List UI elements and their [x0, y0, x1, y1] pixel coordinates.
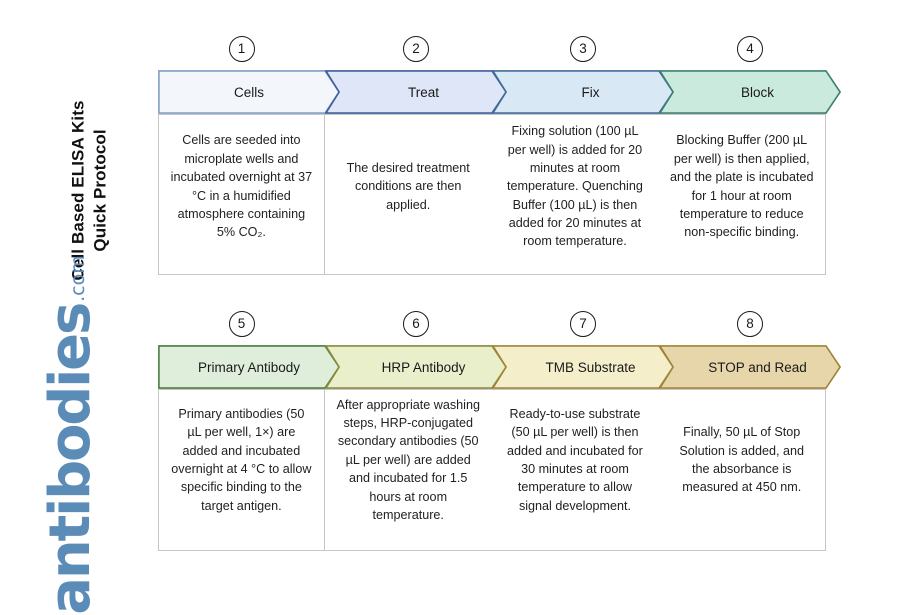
step-number-1: 1: [228, 36, 255, 62]
step-description-panel-8: Finally, 50 µL of Stop Solution is added…: [658, 389, 827, 551]
step-chevron-1[interactable]: Cells: [158, 70, 340, 114]
description-panel-group-1: Cells are seeded into microplate wells a…: [158, 114, 827, 275]
step-number-4: 4: [737, 36, 763, 62]
step-number-7: 7: [570, 311, 596, 337]
logo-wordmark: antibodies: [37, 303, 103, 615]
step-description-text-6: After appropriate washing steps, HRP-con…: [336, 397, 480, 522]
step-description-panel-4: Blocking Buffer (200 µL per well) is the…: [658, 114, 827, 275]
step-description-text-5: Primary antibodies (50 µL per well, 1×) …: [171, 406, 312, 513]
step-chevron-2[interactable]: Treat: [325, 70, 507, 114]
step-description-panel-3: Fixing solution (100 µL per well) is add…: [491, 114, 660, 275]
step-description-panel-6: After appropriate washing steps, HRP-con…: [324, 389, 493, 551]
step-description-text-4: Blocking Buffer (200 µL per well) is the…: [669, 133, 814, 240]
step-chevron-8[interactable]: STOP and Read: [659, 345, 841, 389]
step-label-4: Block: [740, 84, 774, 100]
step-number-5: 5: [228, 311, 255, 337]
step-chevron-6[interactable]: HRP Antibody: [325, 345, 507, 389]
step-description-text-7: Ready-to-use substrate (50 µL per well) …: [507, 406, 643, 513]
step-chevron-3[interactable]: Fix: [492, 70, 674, 114]
antibodies-logo: antibodies.com: [27, 255, 103, 614]
protocol-row-2: 5 6 7 8 Primary Antibody HRP Antibody TMB Sub…: [158, 311, 841, 551]
step-chevron-5[interactable]: Primary Antibody: [158, 345, 340, 389]
step-label-6: HRP Antibody: [381, 359, 466, 375]
chevron-group-1: Cells Treat Fix Block: [158, 70, 841, 114]
step-label-5: Primary Antibody: [197, 359, 301, 375]
step-label-8: STOP and Read: [708, 359, 807, 375]
page-title-line2: Quick Protocol: [91, 129, 110, 252]
chevron-shape: [659, 345, 841, 389]
step-label-3: Fix: [581, 84, 600, 100]
step-label-1: Cells: [233, 84, 264, 100]
logo-domain-suffix: .com: [67, 255, 89, 302]
step-number-group-1: 1 2 3 4: [158, 36, 840, 70]
step-description-text-2: The desired treatment conditions are the…: [346, 160, 470, 212]
protocol-diagram: Cell Based ELISA Kits Quick Protocol ant…: [27, 36, 841, 615]
step-chevron-7[interactable]: TMB Substrate: [492, 345, 674, 389]
step-chevron-4[interactable]: Block: [659, 70, 841, 114]
step-number-8: 8: [737, 311, 763, 337]
step-number-2: 2: [403, 36, 429, 62]
step-number-group-2: 5 6 7 8: [158, 311, 840, 345]
chevron-group-2: Primary Antibody HRP Antibody TMB Substrat…: [158, 345, 841, 389]
page-title-line1: Cell Based ELISA Kits: [68, 100, 88, 281]
step-number-3: 3: [570, 36, 596, 62]
step-description-panel-7: Ready-to-use substrate (50 µL per well) …: [491, 389, 660, 551]
step-description-panel-5: Primary antibodies (50 µL per well, 1×) …: [158, 389, 325, 551]
protocol-row-1: 1 2 3 4 Cells Treat Fix Block Cells are seeded…: [158, 36, 841, 275]
step-label-7: TMB Substrate: [545, 359, 636, 375]
step-number-6: 6: [403, 311, 429, 337]
step-description-panel-1: Cells are seeded into microplate wells a…: [158, 114, 325, 275]
step-description-panel-2: The desired treatment conditions are the…: [324, 114, 493, 275]
description-panel-group-2: Primary antibodies (50 µL per well, 1×) …: [158, 389, 827, 551]
step-description-text-8: Finally, 50 µL of Stop Solution is added…: [679, 425, 805, 495]
step-description-text-3: Fixing solution (100 µL per well) is add…: [507, 124, 643, 249]
step-description-text-1: Cells are seeded into microplate wells a…: [170, 133, 313, 240]
chevron-shape: [659, 70, 841, 114]
step-label-2: Treat: [407, 84, 439, 100]
